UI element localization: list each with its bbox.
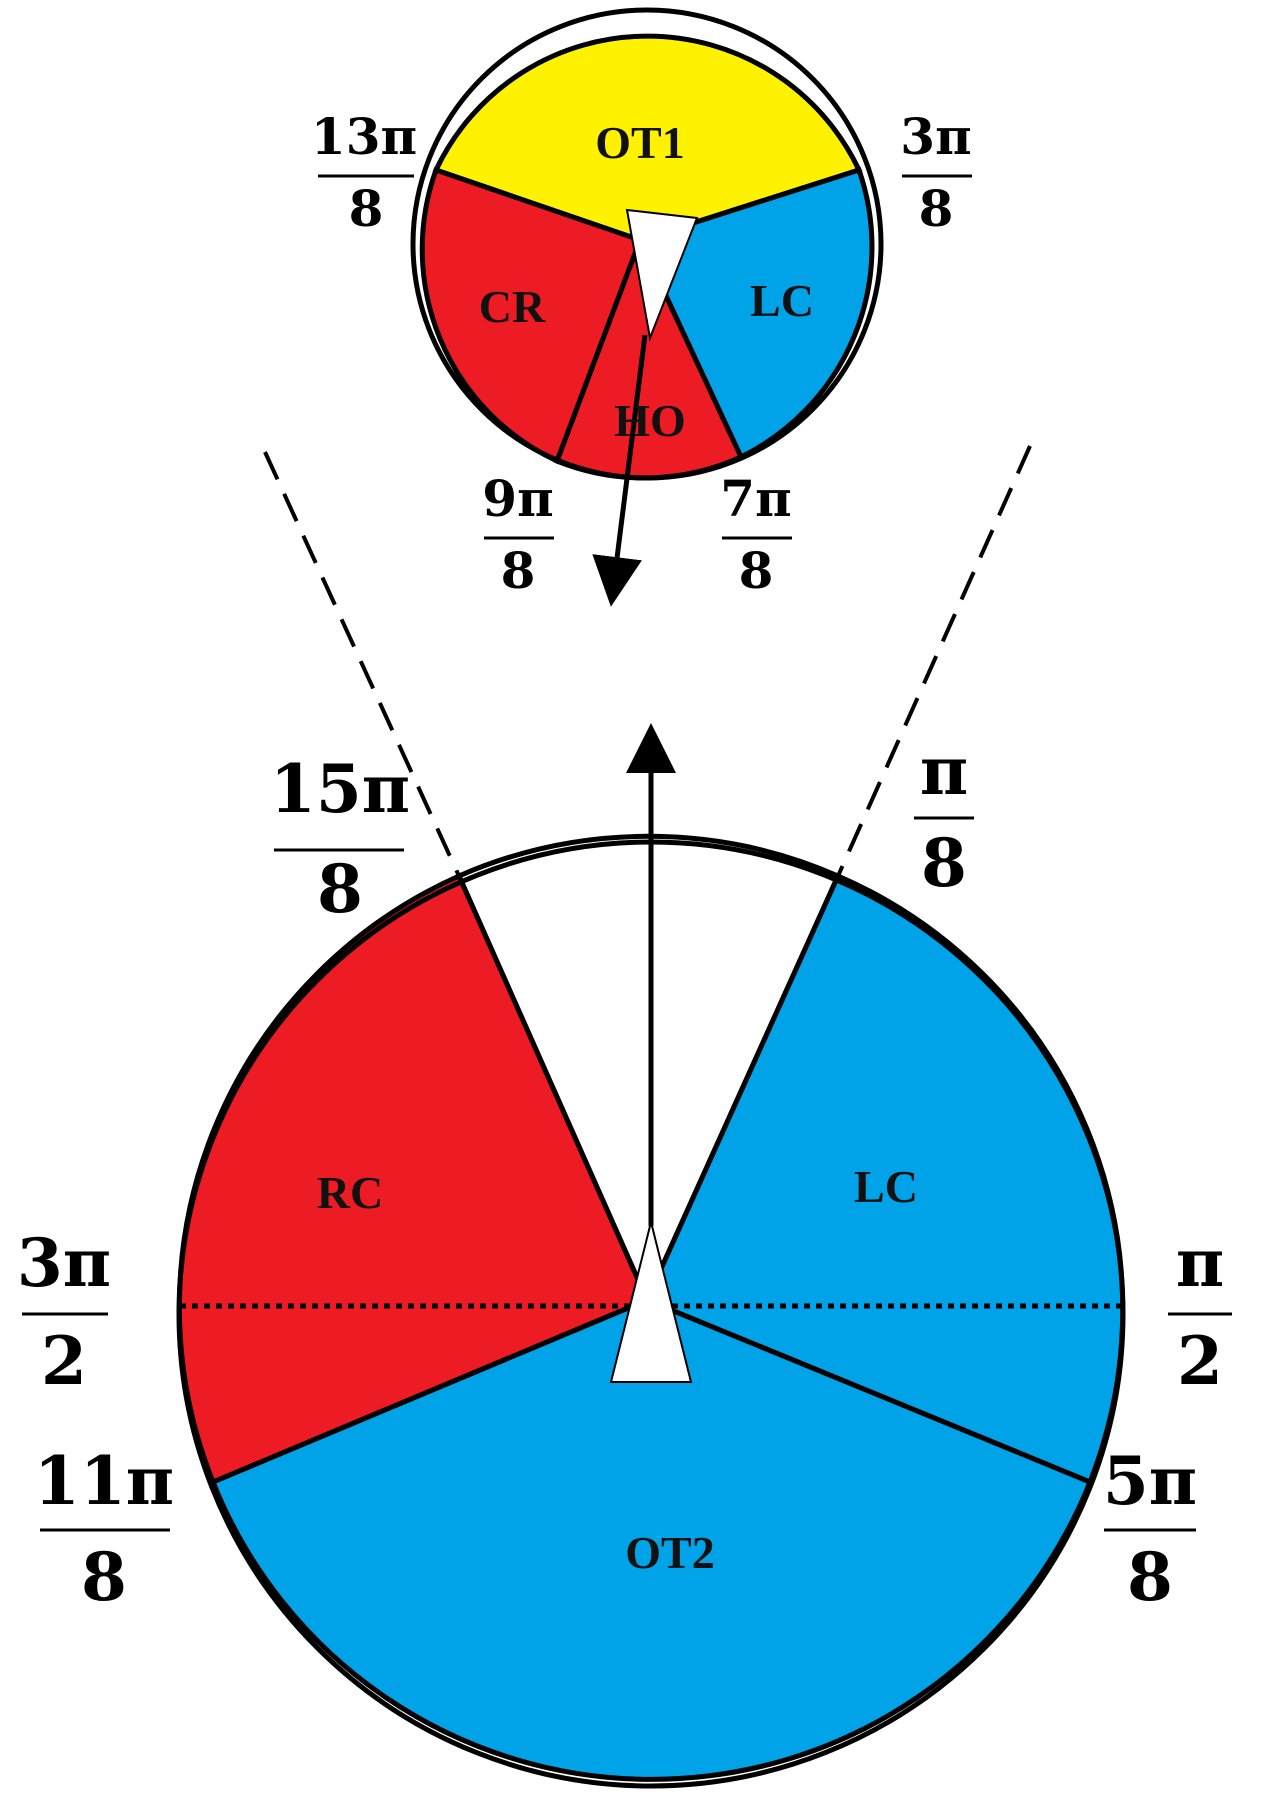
angle-num: 3π [17, 1224, 111, 1302]
angle-num: π [1176, 1224, 1224, 1302]
angle-den: 8 [739, 541, 774, 600]
label-ot2: OT2 [625, 1527, 714, 1578]
sector-ot1 [432, 33, 863, 243]
bottom-observer-wedge [609, 1221, 693, 1383]
angle-den: 8 [81, 1538, 127, 1616]
angle-label-3pi-8: 3π 8 [900, 107, 972, 238]
top-heading-arrow [592, 334, 648, 607]
angle-num: 3π [900, 107, 971, 166]
angle-den: 8 [317, 850, 363, 928]
angle-den: 2 [41, 1322, 87, 1400]
angle-den: 8 [921, 824, 967, 902]
dashed-guide-left [263, 451, 461, 877]
angle-num: 7π [720, 469, 791, 528]
angle-label-3pi-2: 3π 2 [17, 1224, 111, 1400]
label-ho: HO [614, 395, 686, 446]
angle-label-pi-8: π 8 [914, 732, 974, 902]
angle-num: 15π [270, 750, 410, 828]
dashed-guide-right [836, 445, 1032, 877]
angle-label-pi-2: π 2 [1168, 1224, 1232, 1400]
top-circle: OT1 LC HO CR 13π 8 3π 8 9π 8 7π 8 [311, 7, 972, 607]
angle-label-13pi-8: 13π 8 [311, 107, 417, 238]
angle-den: 8 [501, 541, 536, 600]
angle-label-9pi-8: 9π 8 [482, 469, 554, 600]
angle-label-15pi-8: 15π 8 [270, 750, 410, 928]
top-circle-outline [410, 7, 884, 481]
angle-label-5pi-8: 5π 8 [1103, 1442, 1197, 1616]
angle-den: 8 [919, 179, 954, 238]
sector-lc [636, 166, 875, 461]
label-ot1: OT1 [595, 117, 684, 168]
label-lc-top: LC [750, 275, 814, 326]
sector-ot2 [209, 1297, 1094, 1782]
angle-den: 8 [1127, 1538, 1173, 1616]
angle-num: 11π [34, 1442, 174, 1520]
top-observer-wedge [625, 208, 699, 342]
angle-num: 9π [482, 469, 553, 528]
angle-label-7pi-8: 7π 8 [720, 469, 792, 600]
angle-label-11pi-8: 11π 8 [34, 1442, 174, 1616]
label-cr: CR [479, 281, 546, 332]
label-lc-bottom: LC [854, 1161, 918, 1212]
angle-num: 5π [1103, 1442, 1197, 1520]
angle-num: π [920, 732, 968, 810]
angle-num: 13π [311, 107, 417, 166]
label-rc: RC [317, 1167, 383, 1218]
bottom-circle: LC OT2 RC 15π 8 π 8 3π 2 π 2 11π 8 [17, 723, 1232, 1789]
angle-den: 8 [349, 179, 384, 238]
angle-den: 2 [1177, 1322, 1223, 1400]
